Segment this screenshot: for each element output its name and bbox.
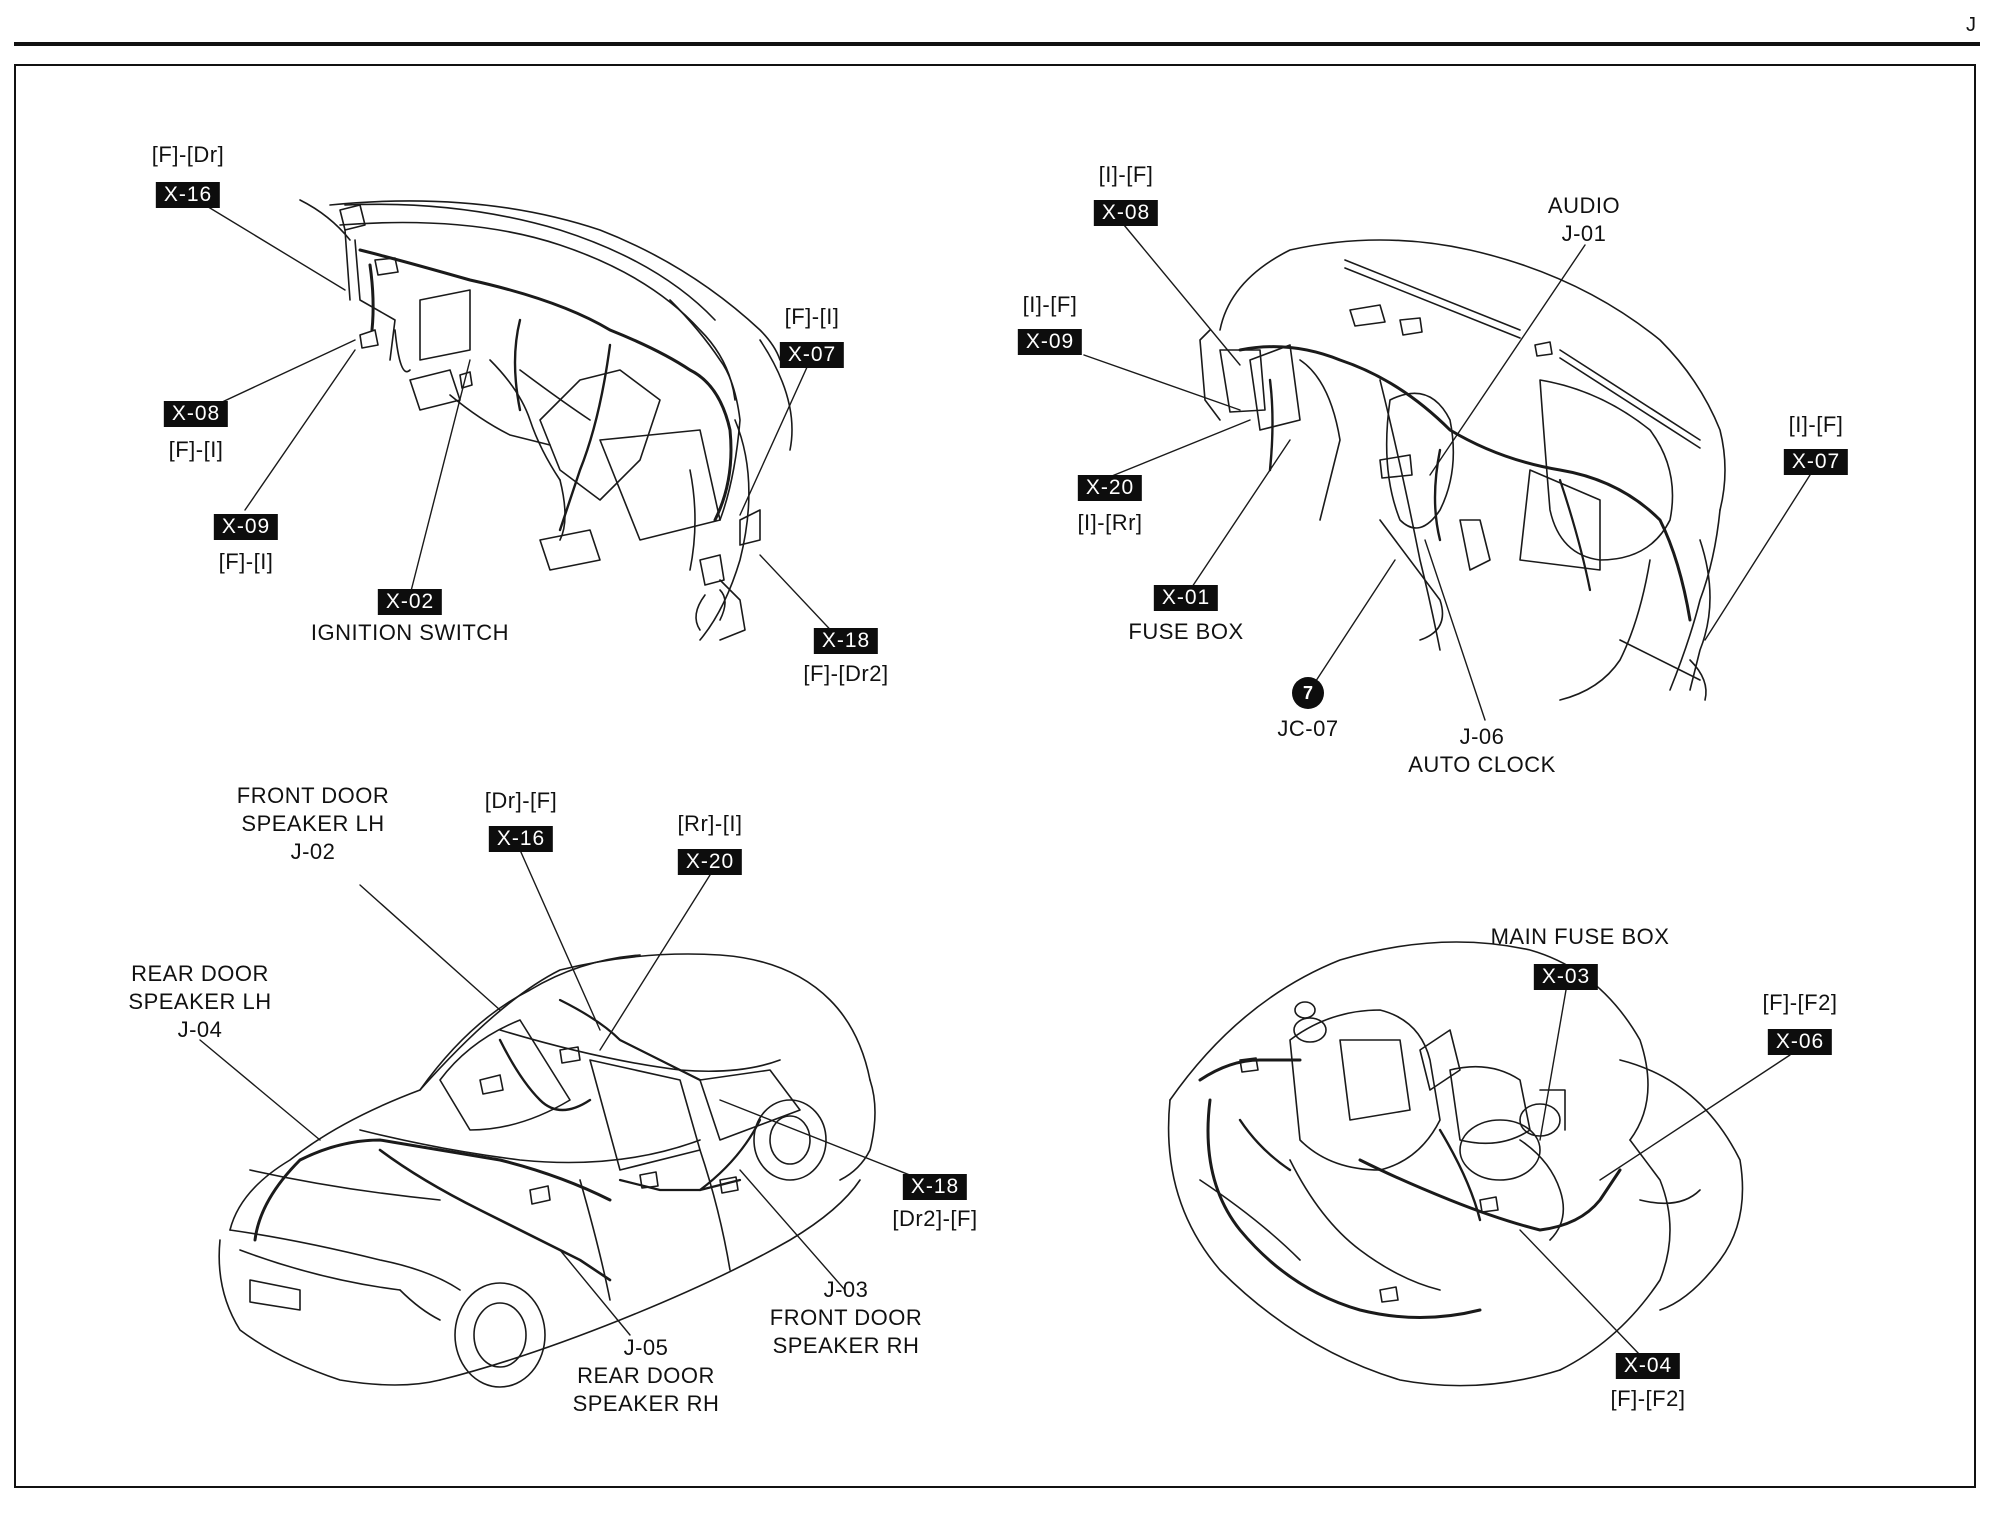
dash-x09-tag: X-09 [213, 514, 279, 540]
dash-x08-tag: X-08 [163, 401, 229, 427]
body-j03-line1: FRONT DOOR [769, 1305, 923, 1330]
panel-jc07-marker: 7 [1292, 677, 1324, 709]
engine-main-fuse-name: MAIN FUSE BOX [1490, 924, 1670, 949]
body-j04-line2: SPEAKER LH [128, 989, 272, 1014]
dash-x09-conn: [F]-[I] [218, 549, 274, 574]
body-j03-line2: SPEAKER RH [772, 1333, 920, 1358]
body-j03-code: J-03 [823, 1277, 869, 1302]
dash-x08-conn: [F]-[I] [168, 437, 224, 462]
leader-lines [199, 204, 1811, 1356]
panel-audio-name: AUDIO [1547, 193, 1621, 218]
body-j05-line1: REAR DOOR [577, 1363, 715, 1388]
body-x16-conn: [Dr]-[F] [484, 788, 558, 813]
body-j04-code: J-04 [177, 1017, 223, 1042]
top-rule [14, 42, 1980, 46]
panel-x07-conn: [I]-[F] [1788, 412, 1844, 437]
body-j02-line2: SPEAKER LH [241, 811, 385, 836]
panel-x09-conn: [I]-[F] [1022, 292, 1078, 317]
engine-x03-tag: X-03 [1533, 964, 1599, 990]
panel-x20-conn: [I]-[Rr] [1077, 510, 1143, 535]
panel-x01-tag: X-01 [1153, 585, 1219, 611]
panel-x07-tag: X-07 [1783, 449, 1849, 475]
instrument-panel-illustration [1199, 239, 1726, 701]
dash-x02-name: IGNITION SWITCH [310, 620, 510, 645]
engine-bay-illustration [1167, 941, 1744, 1387]
dash-x18-conn: [F]-[Dr2] [803, 661, 889, 686]
body-j05-code: J-05 [623, 1335, 669, 1360]
panel-x01-name: FUSE BOX [1128, 619, 1244, 644]
engine-x06-tag: X-06 [1767, 1029, 1833, 1055]
panel-jc07-code: JC-07 [1277, 716, 1339, 741]
panel-x20-tag: X-20 [1077, 475, 1143, 501]
dash-x16-tag: X-16 [155, 182, 221, 208]
panel-x08-conn: [I]-[F] [1098, 162, 1154, 187]
dash-x07-conn: [F]-[I] [784, 304, 840, 329]
body-x20-tag: X-20 [677, 849, 743, 875]
engine-x04-tag: X-04 [1615, 1353, 1681, 1379]
dash-x02-tag: X-02 [377, 589, 443, 615]
dash-x18-tag: X-18 [813, 628, 879, 654]
dash-x07-tag: X-07 [779, 342, 845, 368]
panel-audio-code: J-01 [1561, 221, 1607, 246]
engine-x06-conn: [F]-[F2] [1762, 990, 1838, 1015]
body-j02-line1: FRONT DOOR [236, 783, 390, 808]
body-j02-code: J-02 [290, 839, 336, 864]
panel-j06-code: J-06 [1459, 724, 1505, 749]
engine-x04-conn: [F]-[F2] [1610, 1386, 1686, 1411]
body-x18-tag: X-18 [902, 1174, 968, 1200]
body-x16-tag: X-16 [488, 826, 554, 852]
body-j05-line2: SPEAKER RH [572, 1391, 720, 1416]
panel-x08-tag: X-08 [1093, 200, 1159, 226]
diagram-frame [14, 64, 1976, 1488]
body-x20-conn: [Rr]-[I] [677, 811, 743, 836]
body-x18-conn: [Dr2]-[F] [892, 1206, 978, 1231]
panel-j06-name: AUTO CLOCK [1408, 752, 1556, 777]
dash-x16-conn: [F]-[Dr] [151, 142, 225, 167]
dash-harness-illustration [299, 199, 793, 641]
panel-x09-tag: X-09 [1017, 329, 1083, 355]
page-letter: J [1966, 14, 1976, 36]
body-j04-line1: REAR DOOR [131, 961, 269, 986]
